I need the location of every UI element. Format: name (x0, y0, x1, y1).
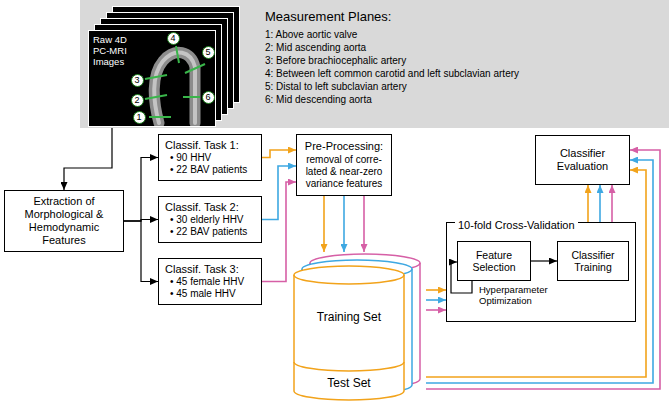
process-box: Pre-Processing:removal of corre- lated &… (296, 134, 392, 196)
node-text: 6: Mid descending aorta (265, 93, 669, 106)
process-box: Classifier Evaluation (535, 135, 630, 185)
node-text: Classif. Task 1: (165, 139, 255, 152)
mri-image: Raw 4D PC-MRI Images 1 2 3 4 5 6 (88, 30, 216, 127)
node-text: • 45 male HHV (165, 288, 255, 300)
node-text: removal of corre- lated & near-zero vari… (303, 154, 385, 190)
node-text: Measurement Planes: (265, 9, 669, 25)
node-text: 3: Before brachiocephalic artery (265, 54, 669, 67)
connector (262, 166, 296, 220)
node-text: 6 (205, 92, 210, 102)
node-text: • 90 HHV (165, 152, 255, 164)
cv-group: 10-fold Cross-ValidationFeature Selectio… (446, 222, 636, 322)
node-text: • 45 female HHV (165, 276, 255, 288)
aorta-vessel (154, 52, 195, 123)
connector (363, 196, 365, 252)
connector (262, 182, 296, 282)
connector (343, 196, 345, 252)
connector (426, 150, 660, 389)
connector (323, 196, 325, 252)
node-text: Classifier Training (564, 249, 622, 274)
process-box: Classif. Task 2:• 30 elderly HHV• 22 BAV… (158, 196, 262, 243)
set-divider (294, 362, 404, 371)
plane-line (176, 46, 179, 63)
dataset-cylinder: Training SetTest Set (292, 252, 426, 402)
process-box: Feature Selection (457, 241, 531, 281)
node-text: 1 (136, 112, 141, 122)
plane-line (149, 116, 171, 118)
cylinder-rim (294, 275, 404, 284)
process-box: Classif. Task 1:• 90 HHV• 22 BAV patient… (158, 134, 262, 181)
plane-marker: 1 (133, 111, 146, 124)
node-text: Raw 4D PC-MRI Images (89, 31, 145, 67)
plane-marker: 3 (131, 74, 144, 87)
connector (611, 185, 613, 222)
connector (64, 127, 112, 190)
connector (426, 289, 446, 291)
cylinder (294, 266, 404, 400)
node-text: 1: Above aortic valve (265, 28, 669, 41)
connector (531, 260, 557, 261)
plane-line (183, 96, 200, 98)
node-text: Classif. Task 3: (165, 263, 255, 276)
plane-marker: 4 (167, 32, 180, 45)
node-text: Classifier Evaluation (542, 147, 623, 173)
cylinder-body (294, 266, 404, 400)
node-text: Training Set (294, 252, 404, 324)
connector (426, 160, 653, 383)
node-text: • 30 elderly HHV (165, 214, 255, 226)
node-text: 3 (134, 75, 139, 85)
node-text: • 22 BAV patients (165, 226, 255, 238)
connector (426, 299, 446, 301)
plane-line (145, 95, 167, 99)
connector (124, 158, 158, 222)
node-text: 2: Mid ascending aorta (265, 41, 669, 54)
node-text: 5 (205, 47, 210, 57)
connector (426, 170, 646, 377)
node-text: Classif. Task 2: (165, 201, 255, 214)
plane-marker: 5 (202, 46, 215, 59)
plane-marker: 2 (131, 94, 144, 107)
node-text: 4: Between left common carotid and left … (265, 67, 669, 80)
node-text: Feature Selection (464, 249, 524, 274)
node-text: 5: Distal to left subclavian artery (265, 80, 669, 93)
plane-marker: 6 (202, 91, 215, 104)
connector (587, 185, 589, 222)
process-box: Classif. Task 3:• 45 female HHV• 45 male… (158, 258, 262, 305)
connector (262, 150, 296, 158)
measurement-panel: Measurement Planes: 1: Above aortic valve… (80, 0, 669, 128)
plane-line (145, 75, 167, 79)
node-text: Test Set (294, 324, 404, 390)
node-text: • 22 BAV patients (165, 164, 255, 176)
node-text: Extraction of Morphological & Hemodynami… (11, 195, 117, 247)
connector (426, 309, 446, 311)
node-text: Pre-Processing: (303, 140, 385, 153)
annotation-label: Hyperparameter Optimization (479, 284, 563, 306)
plane-line (185, 64, 205, 73)
connector (124, 221, 158, 282)
node-text: 4 (170, 33, 175, 43)
node-text: 10-fold Cross-Validation (455, 218, 578, 232)
aorta-lumen (154, 52, 195, 123)
process-box: Extraction of Morphological & Hemodynami… (4, 190, 124, 252)
process-box: Classifier Training (557, 241, 629, 281)
node-text: 2 (134, 95, 139, 105)
connector (599, 185, 601, 222)
